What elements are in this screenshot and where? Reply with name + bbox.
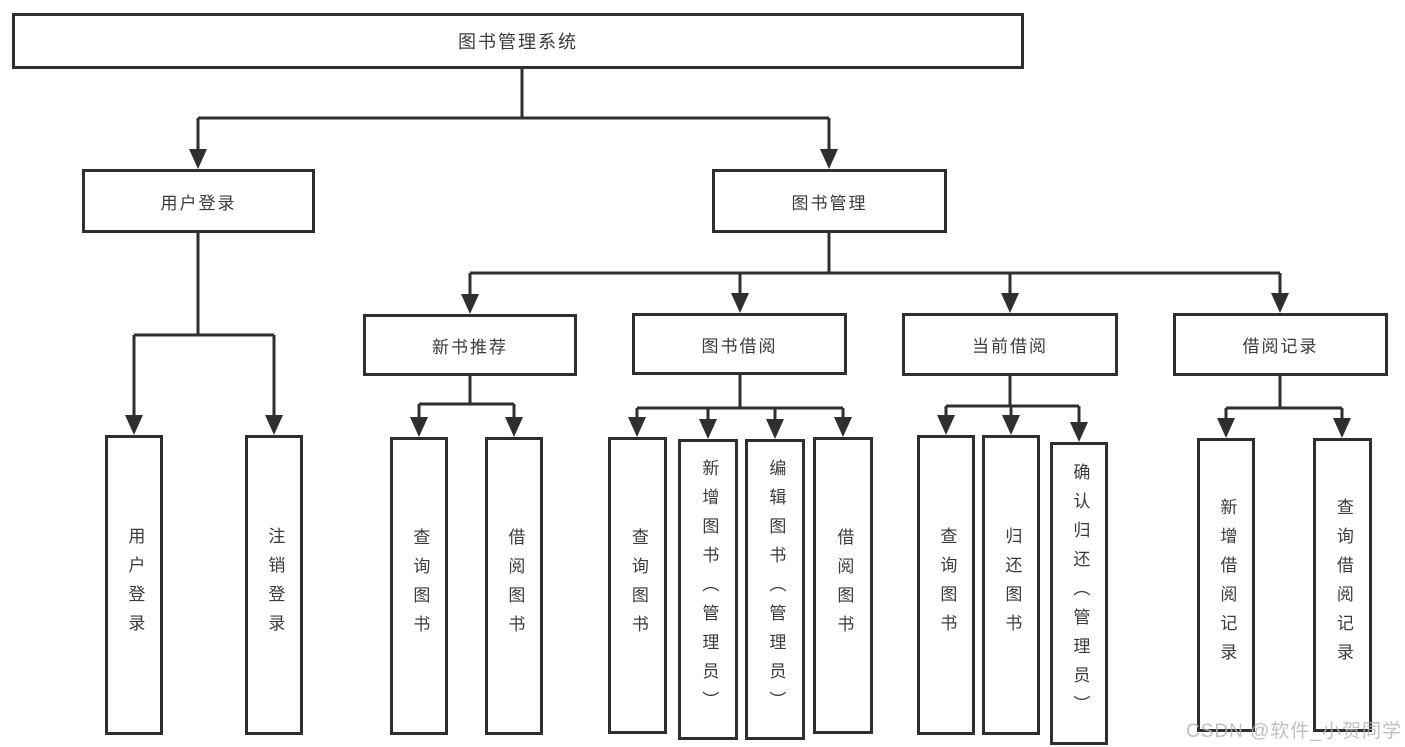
- leaf-current-query-books: 查询图书: [917, 435, 975, 735]
- node-label: 新书推荐: [432, 337, 508, 357]
- leaf-current-return-books: 归还图书: [982, 435, 1040, 735]
- node-label: 借阅图书: [505, 528, 525, 644]
- node-user-login: 用户登录: [82, 169, 315, 233]
- connector-arrowhead: [937, 415, 1088, 442]
- leaf-recommend-borrow-books: 借阅图书: [485, 437, 543, 735]
- node-label: 新增借阅记录: [1217, 498, 1237, 672]
- node-label: 查询图书: [410, 528, 430, 644]
- node-label: 新增图书（管理员）: [699, 459, 719, 720]
- leaf-borrow-edit-books-admin: 编辑图书（管理员）: [745, 439, 805, 740]
- node-borrow-records: 借阅记录: [1173, 313, 1388, 376]
- connector-user-login-to-leaves: [125, 233, 283, 435]
- connector-arrowhead: [1217, 418, 1351, 438]
- node-label: 图书管理: [791, 193, 868, 213]
- leaf-records-add-record: 新增借阅记录: [1197, 438, 1255, 732]
- node-label: 图书借阅: [701, 336, 778, 356]
- connector-arrowhead: [461, 293, 1289, 314]
- connector-arrowhead: [410, 417, 523, 437]
- connector-root-to-level2: [189, 68, 838, 169]
- leaf-current-confirm-return-admin: 确认归还（管理员）: [1050, 442, 1108, 745]
- node-label: 借阅记录: [1242, 337, 1319, 356]
- node-label: 编辑图书（管理员）: [766, 459, 786, 720]
- node-label: 用户登录: [160, 193, 237, 213]
- connector-line: [1224, 376, 1344, 419]
- node-book-borrow: 图书借阅: [632, 313, 847, 375]
- leaf-logout: 注销登录: [245, 435, 303, 735]
- node-label: 查询图书: [628, 527, 648, 644]
- node-label: 查询图书: [937, 527, 957, 643]
- node-book-management: 图书管理: [712, 169, 947, 233]
- node-label: 确认归还（管理员）: [1070, 463, 1090, 724]
- leaf-borrow-borrow-books: 借阅图书: [813, 437, 873, 734]
- node-label: 图书管理系统: [458, 32, 578, 52]
- connector-book-mgmt-to-level3: [461, 233, 1289, 314]
- leaf-borrow-query-books: 查询图书: [608, 437, 667, 734]
- node-new-book-recommend: 新书推荐: [363, 314, 577, 376]
- connector-line: [196, 68, 831, 149]
- leaf-user-login: 用户登录: [105, 435, 163, 735]
- node-label: 查询借阅记录: [1333, 498, 1353, 672]
- connector-arrowhead: [125, 415, 283, 435]
- connector-borrow-to-leaves: [628, 375, 852, 439]
- leaf-records-query-record: 查询借阅记录: [1313, 438, 1372, 732]
- connector-line: [944, 376, 1081, 423]
- connector-new-books-to-leaves: [410, 376, 523, 437]
- connector-records-to-leaves: [1217, 376, 1351, 438]
- connector-arrowhead: [628, 417, 852, 439]
- connector-line: [132, 233, 276, 416]
- node-label: 借阅图书: [834, 527, 854, 644]
- connector-line: [417, 376, 516, 418]
- node-current-borrow: 当前借阅: [902, 313, 1118, 376]
- connector-line: [468, 233, 1282, 295]
- leaf-borrow-add-books-admin: 新增图书（管理员）: [678, 439, 738, 740]
- connector-line: [635, 375, 845, 420]
- node-label: 用户登录: [125, 527, 145, 643]
- node-library-system: 图书管理系统: [12, 13, 1024, 69]
- node-label: 当前借阅: [972, 337, 1048, 356]
- leaf-recommend-query-books: 查询图书: [390, 437, 448, 735]
- node-label: 归还图书: [1002, 527, 1022, 643]
- connector-arrowhead: [189, 149, 838, 169]
- csdn-watermark: CSDN @软件_小贺同学: [1186, 721, 1402, 742]
- node-label: 注销登录: [265, 527, 285, 643]
- connector-current-to-leaves: [937, 376, 1088, 442]
